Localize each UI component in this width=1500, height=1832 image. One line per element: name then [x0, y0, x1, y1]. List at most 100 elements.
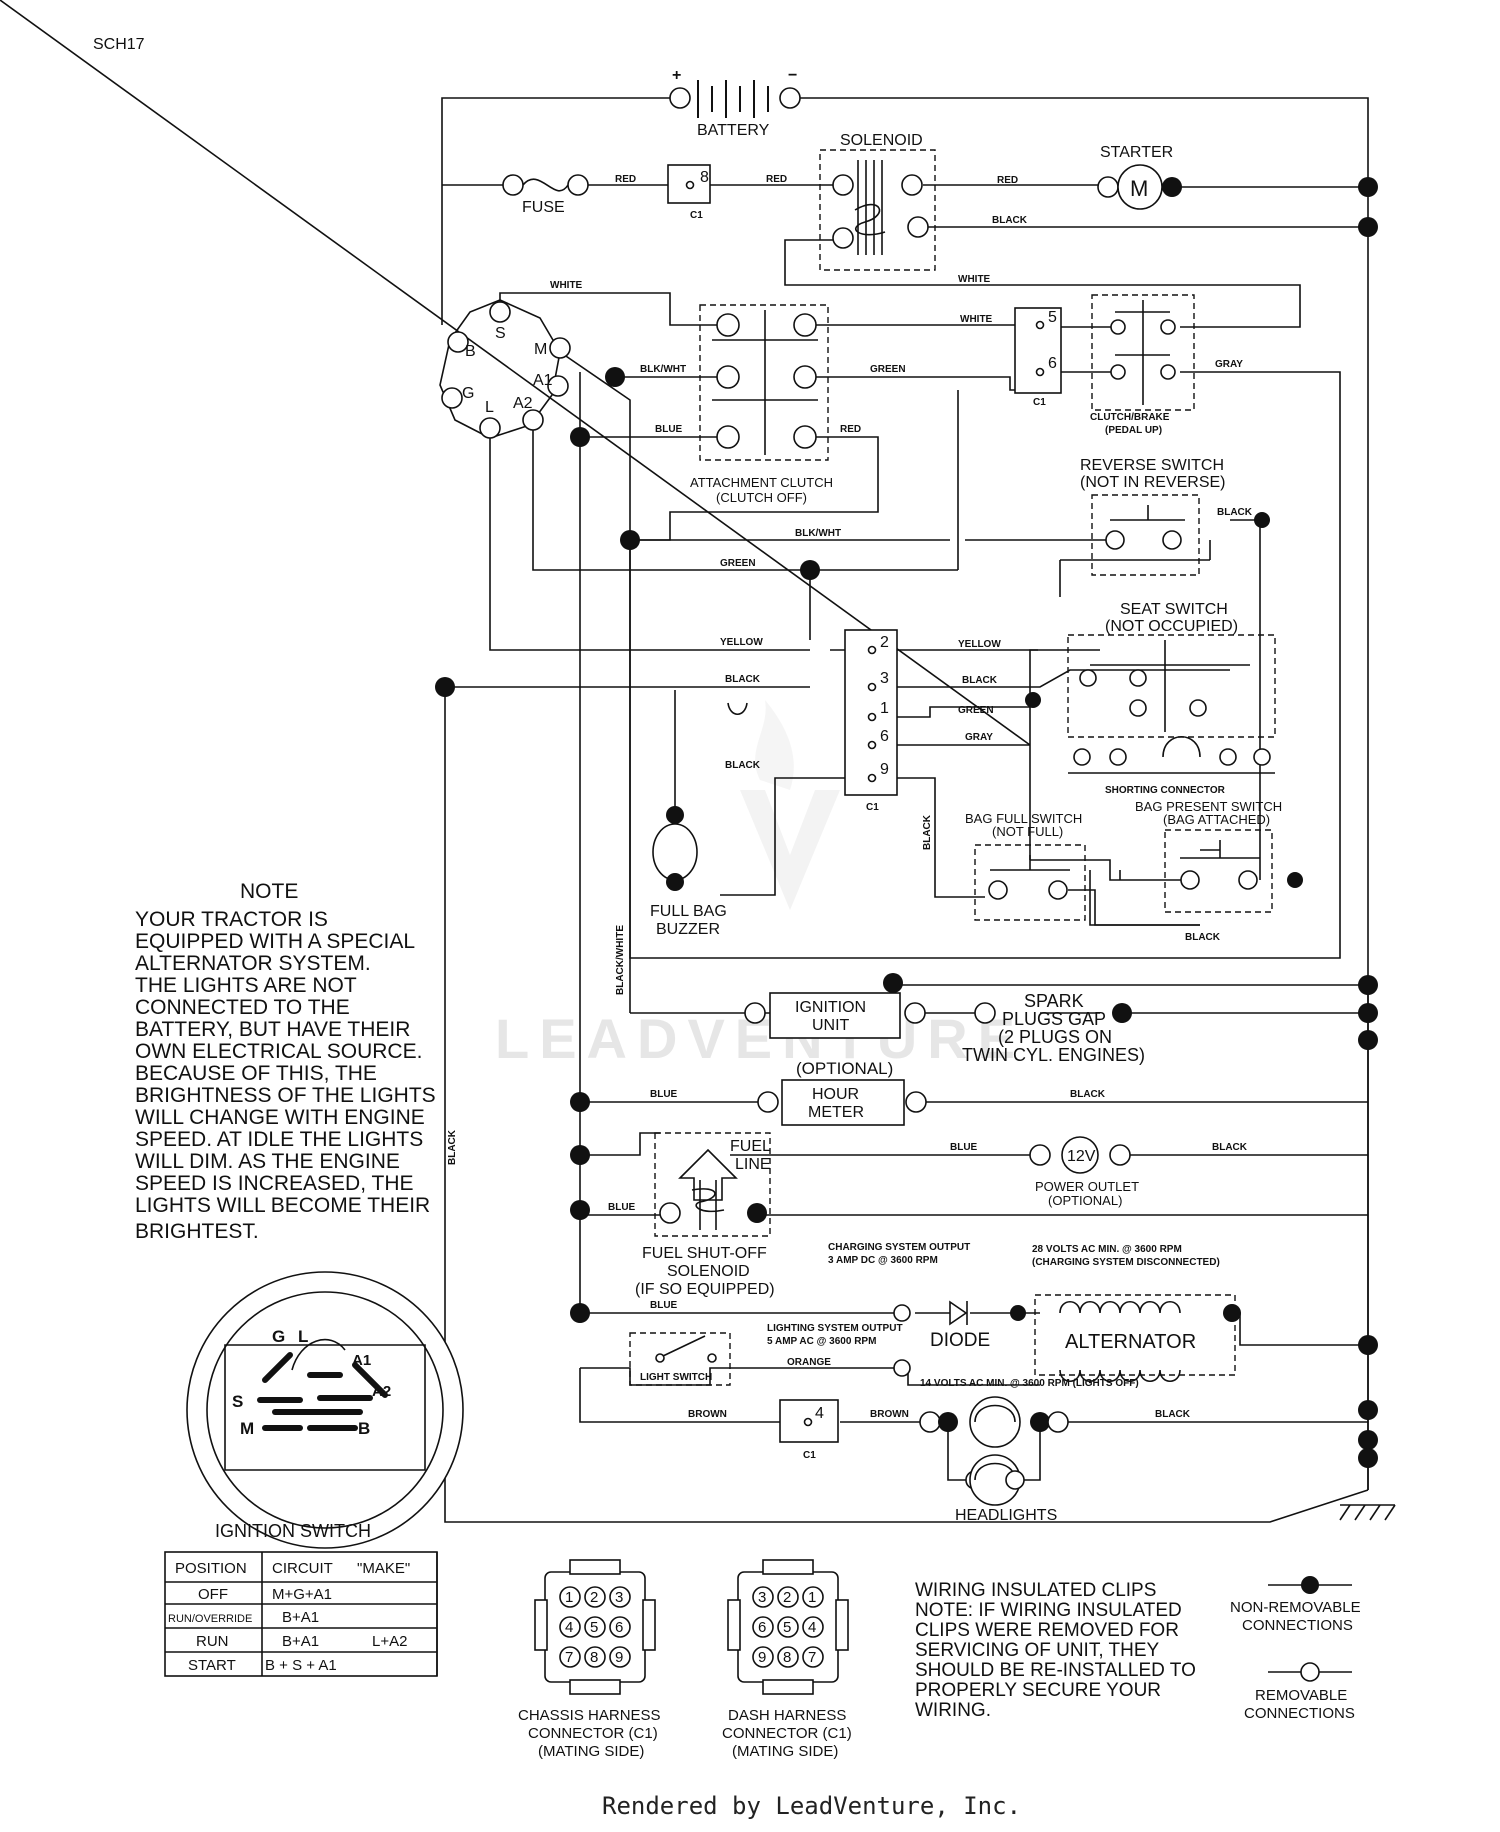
bag-present-label: BAG PRESENT SWITCH — [1135, 799, 1282, 814]
reverse-switch-state: (NOT IN REVERSE) — [1080, 474, 1226, 491]
power-outlet-label: POWER OUTLET — [1035, 1179, 1139, 1194]
svg-text:2: 2 — [590, 1589, 598, 1606]
junction-dots — [435, 177, 1378, 1468]
wire-blue-4: BLUE — [950, 1142, 978, 1153]
bag-full-state: (NOT FULL) — [992, 824, 1063, 839]
footer-credit: Rendered by LeadVenture, Inc. — [602, 1792, 1021, 1820]
solenoid: SOLENOID — [819, 132, 936, 271]
attachment-clutch-label: ATTACHMENT CLUTCH — [690, 475, 833, 490]
svg-text:B+A1: B+A1 — [282, 1633, 319, 1650]
table-header-position: POSITION — [175, 1560, 247, 1577]
wire-white-1: WHITE — [958, 274, 991, 285]
reverse-switch: REVERSE SWITCH (NOT IN REVERSE) — [1080, 457, 1226, 576]
ignition-unit-label-2: UNIT — [812, 1017, 850, 1034]
hour-meter: (OPTIONAL) HOUR METER — [757, 1059, 927, 1126]
wire-brown-1: BROWN — [688, 1409, 727, 1420]
battery-label: BATTERY — [697, 122, 770, 139]
svg-text:4: 4 — [808, 1619, 816, 1636]
svg-text:NOTE: IF WIRING INSULATED: NOTE: IF WIRING INSULATED — [915, 1600, 1182, 1621]
wire-black-11: BLACK — [1155, 1409, 1191, 1420]
shorting-connector-label: SHORTING CONNECTOR — [1105, 785, 1226, 796]
svg-text:M+G+A1: M+G+A1 — [272, 1586, 332, 1603]
svg-text:SERVICING OF UNIT, THEY: SERVICING OF UNIT, THEY — [915, 1640, 1160, 1661]
headlights-label: HEADLIGHTS — [955, 1507, 1057, 1524]
battery-plus-label: + — [672, 67, 681, 84]
wire-red-3: RED — [997, 175, 1018, 186]
table-header-circuit: CIRCUIT — [272, 1560, 333, 1577]
svg-text:C1: C1 — [866, 802, 879, 813]
ignition-switch-face: G L A1 A2 S M B IGNITION SWITCH — [186, 1271, 464, 1549]
attachment-clutch-state: (CLUTCH OFF) — [716, 490, 807, 505]
svg-text:2: 2 — [783, 1589, 791, 1606]
spark-plugs-note: (2 PLUGS ON — [998, 1027, 1112, 1047]
fuse: FUSE — [502, 174, 589, 216]
note-title: NOTE — [240, 880, 298, 903]
svg-text:LIGHTS WILL BECOME THEIR: LIGHTS WILL BECOME THEIR — [135, 1194, 430, 1217]
lighting-output-label: LIGHTING SYSTEM OUTPUT — [767, 1323, 903, 1334]
svg-text:M: M — [534, 341, 547, 358]
svg-text:4: 4 — [565, 1619, 573, 1636]
bag-full-switch: BAG FULL SWITCH (NOT FULL) — [965, 811, 1086, 921]
svg-text:(MATING SIDE): (MATING SIDE) — [732, 1743, 838, 1760]
watermark-logo — [740, 700, 840, 910]
dash-harness-connector: 3 2 1 6 5 4 9 8 7 DASH HARNESS CONNECTOR… — [722, 1559, 852, 1760]
svg-text:G: G — [462, 385, 474, 402]
svg-text:M: M — [240, 1419, 254, 1438]
svg-text:EQUIPPED WITH A SPECIAL: EQUIPPED WITH A SPECIAL — [135, 930, 415, 953]
svg-text:3: 3 — [880, 670, 889, 687]
legend-non-removable-dot — [1301, 1576, 1319, 1594]
legend: NON-REMOVABLE CONNECTIONS REMOVABLE CONN… — [1230, 1576, 1361, 1722]
svg-text:CONNECTIONS: CONNECTIONS — [1242, 1617, 1353, 1634]
wire-red-2: RED — [766, 174, 787, 185]
svg-text:1: 1 — [808, 1589, 816, 1606]
headlights: HEADLIGHTS — [919, 1396, 1069, 1524]
svg-text:7: 7 — [808, 1649, 816, 1666]
charging-output-label: CHARGING SYSTEM OUTPUT — [828, 1242, 970, 1253]
svg-text:RUN: RUN — [196, 1633, 229, 1650]
svg-text:A1: A1 — [533, 372, 553, 389]
lighting-system: LIGHTING SYSTEM OUTPUT 5 AMP AC @ 3600 R… — [629, 1323, 1139, 1389]
svg-text:WILL CHANGE WITH ENGINE: WILL CHANGE WITH ENGINE — [135, 1106, 425, 1129]
wire-blue-3: BLUE — [608, 1202, 636, 1213]
wires — [0, 0, 1369, 1523]
svg-text:9: 9 — [615, 1649, 623, 1666]
svg-text:8: 8 — [590, 1649, 598, 1666]
starter-label: STARTER — [1100, 144, 1173, 161]
wire-red-1: RED — [615, 174, 636, 185]
wire-black-4: BLACK — [962, 675, 998, 686]
clutch-brake-switch: CLUTCH/BRAKE (PEDAL UP) — [1090, 294, 1195, 436]
svg-text:ALTERNATOR SYSTEM.: ALTERNATOR SYSTEM. — [135, 952, 371, 975]
svg-text:BRIGHTEST.: BRIGHTEST. — [135, 1220, 259, 1243]
svg-text:4: 4 — [815, 1405, 824, 1422]
full-bag-buzzer-label-2: BUZZER — [656, 921, 720, 938]
wire-green-2: GREEN — [720, 558, 756, 569]
light-switch-label: LIGHT SWITCH — [640, 1372, 712, 1383]
svg-text:NON-REMOVABLE: NON-REMOVABLE — [1230, 1599, 1361, 1616]
svg-text:BATTERY, BUT HAVE THEIR: BATTERY, BUT HAVE THEIR — [135, 1018, 410, 1041]
c1-pins-5-6: 5 6 C1 — [1014, 307, 1062, 408]
wire-black-8: BLACK — [1070, 1089, 1106, 1100]
svg-text:START: START — [188, 1657, 236, 1674]
svg-text:1: 1 — [880, 700, 889, 717]
svg-text:RUN/OVERRIDE: RUN/OVERRIDE — [168, 1613, 252, 1625]
wire-blkwht-1: BLK/WHT — [640, 364, 686, 375]
junction-dot — [1254, 512, 1270, 528]
page-code: SCH17 — [93, 36, 145, 53]
svg-text:CONNECTOR (C1): CONNECTOR (C1) — [722, 1725, 852, 1742]
solenoid-label: SOLENOID — [840, 132, 923, 149]
starter: M STARTER — [1097, 144, 1182, 210]
seat-switch-state: (NOT OCCUPIED) — [1105, 618, 1238, 635]
chassis-harness-connector: 1 2 3 4 5 6 7 8 9 CHASSIS HARNESS CONNEC… — [518, 1559, 661, 1760]
wire-brown-2: BROWN — [870, 1409, 909, 1420]
legend-removable-dot — [1300, 1662, 1320, 1682]
wire-orange: ORANGE — [787, 1357, 831, 1368]
svg-text:REMOVABLE: REMOVABLE — [1255, 1687, 1347, 1704]
wire-gray-2: GRAY — [965, 732, 993, 743]
c1-pin-8: 8 C1 — [667, 164, 711, 221]
svg-text:5: 5 — [590, 1619, 598, 1636]
wire-blkwht-2: BLK/WHT — [795, 528, 841, 539]
svg-text:CLIPS WERE REMOVED FOR: CLIPS WERE REMOVED FOR — [915, 1620, 1179, 1641]
svg-text:CONNECTIONS: CONNECTIONS — [1244, 1705, 1355, 1722]
reverse-switch-label: REVERSE SWITCH — [1080, 457, 1224, 474]
svg-text:THE LIGHTS ARE NOT: THE LIGHTS ARE NOT — [135, 974, 357, 997]
